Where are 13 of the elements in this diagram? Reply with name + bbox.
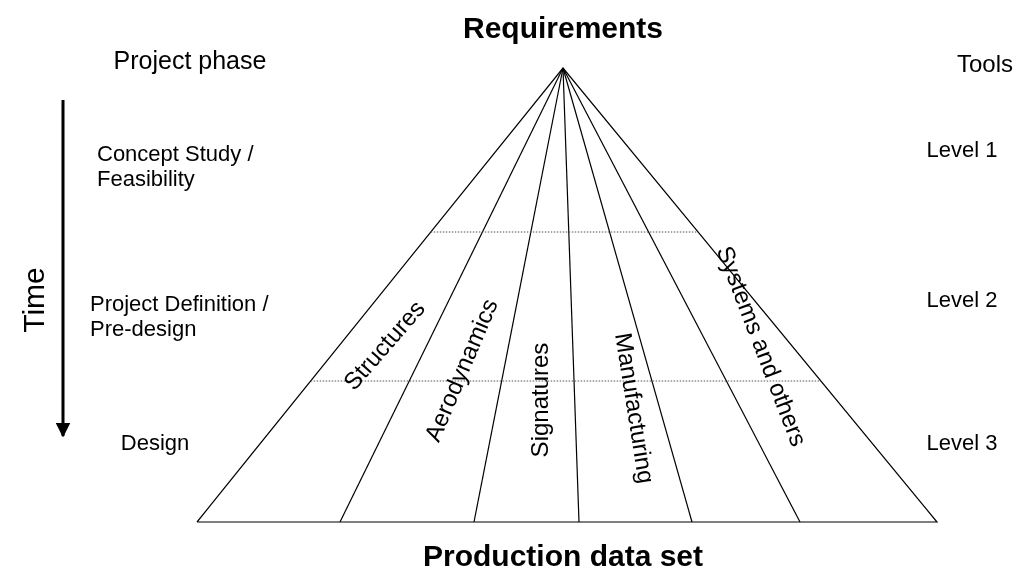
axis-label: Time (16, 267, 51, 333)
phase-label: Concept Study / Feasibility (97, 140, 255, 192)
discipline-label: Manufacturing (609, 330, 661, 486)
phase-label: Design (120, 430, 190, 456)
phase-label: Project Definition / Pre-design (90, 290, 270, 342)
level-label: Level 2 (926, 287, 998, 313)
heading: Requirements (462, 10, 664, 46)
discipline-label: Signatures (526, 342, 554, 458)
column-heading: Tools (957, 50, 1013, 78)
column-heading: Project phase (113, 45, 267, 75)
level-label: Level 3 (926, 430, 998, 456)
level-label: Level 1 (926, 137, 998, 163)
heading: Production data set (423, 538, 703, 574)
